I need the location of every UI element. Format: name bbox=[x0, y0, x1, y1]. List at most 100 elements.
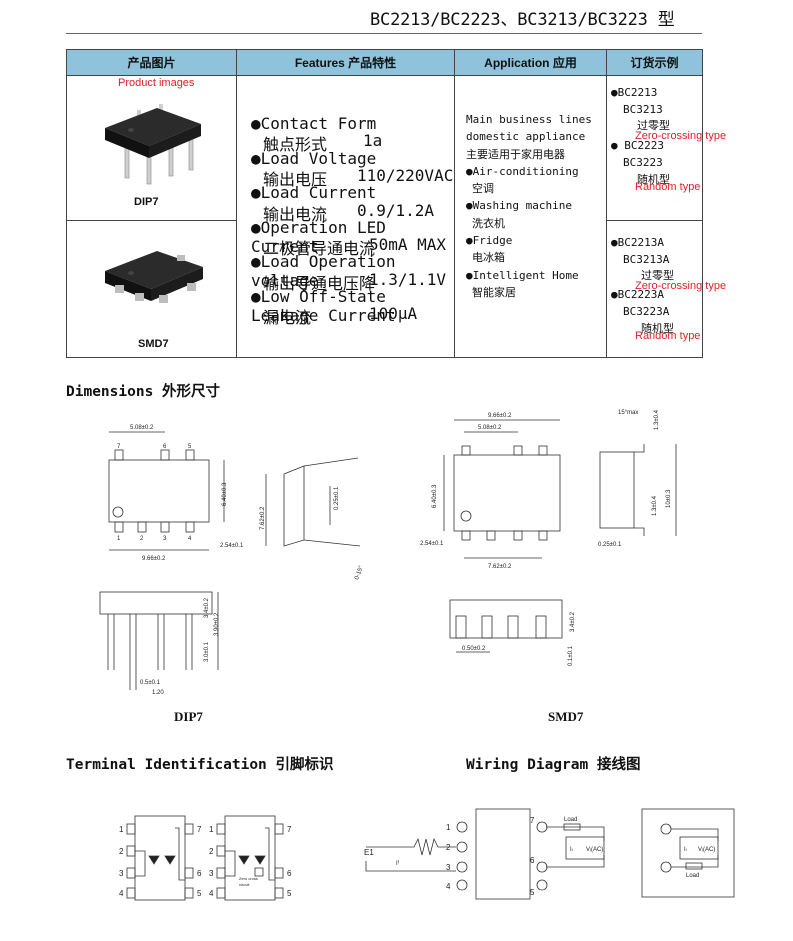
order-smd-line1: ●BC2213A bbox=[611, 236, 664, 249]
feature-name-zh: 漏电流 bbox=[263, 308, 312, 328]
dimensions-drawing: 5.08±0.2 6.40±0.3 2.54±0.1 9.66±0.2 7.62… bbox=[99, 409, 677, 696]
smd7-top-body bbox=[453, 454, 561, 532]
dip7-h3-label: 3.0±0.1 bbox=[204, 641, 210, 662]
smd7-a1-label: 1.3±0.4 bbox=[654, 409, 660, 430]
smd7-offset-label: 2.54±0.1 bbox=[420, 541, 444, 547]
feature-name-zh: 输出电流 bbox=[263, 204, 328, 224]
smd7-image-cell: SMD7 bbox=[66, 220, 237, 358]
feature-value: 0.9/1.2A bbox=[357, 200, 435, 220]
application-item: 主要适用于家用电器 bbox=[466, 147, 565, 161]
dip7-pin1-marker bbox=[112, 506, 124, 518]
order-smd-zc-en: Zero-crossing type bbox=[635, 280, 727, 292]
wiring-pin-7: 7 bbox=[530, 816, 535, 825]
smd7-angle-label: 15°max bbox=[618, 410, 638, 416]
dip7-row-label: 7.62±0.2 bbox=[260, 506, 266, 530]
smd7-width-label: 6.40±0.3 bbox=[432, 484, 438, 508]
smd7-span-label: 10±0.3 bbox=[666, 489, 672, 508]
order-smd-line3: ●BC2223A bbox=[611, 288, 664, 301]
terminal-heading: Terminal Identification 引脚标识 bbox=[66, 757, 334, 773]
col-header-features: Features 产品特性 bbox=[236, 49, 455, 76]
feature-name-zh: 输出电压 bbox=[263, 169, 328, 189]
smd7-pitch-label: 5.08±0.2 bbox=[478, 425, 502, 431]
dip7-pin-number: 6 bbox=[163, 444, 167, 450]
wiring-vac-label: Vᵢ(AC) bbox=[586, 847, 603, 853]
smd7-front-body bbox=[449, 599, 563, 639]
feature-value: 110/220VAC bbox=[357, 165, 454, 185]
terminal-pin-4-left: 4 bbox=[119, 889, 124, 898]
wiring-pin-2: 2 bbox=[446, 843, 451, 852]
wiring-heading: Wiring Diagram 接线图 bbox=[466, 757, 641, 773]
wiring-pin-4: 4 bbox=[446, 882, 451, 891]
smd7-side-body bbox=[599, 451, 635, 529]
smd7-length-label: 9.66±0.2 bbox=[488, 413, 512, 419]
wiring-pin-3: 3 bbox=[446, 863, 451, 872]
terminal-pin-1-left: 1 bbox=[119, 825, 124, 834]
application-item: domestic appliance bbox=[466, 130, 586, 144]
application-cell: Main business lines domestic appliance 主要适… bbox=[454, 75, 607, 358]
feature-name-zh: 二极管导通电流 bbox=[263, 239, 376, 259]
wiring-relay-body bbox=[475, 808, 531, 900]
terminal-pin-5-left: 5 bbox=[197, 889, 202, 898]
application-list: Main business lines domestic appliance 主要适… bbox=[455, 76, 606, 301]
application-item: 空调 bbox=[472, 182, 494, 196]
order-dip-line3: ● BC2223 bbox=[611, 139, 664, 152]
wiring-il-label: Iₗ bbox=[570, 847, 573, 853]
feature-name-en: ●Operation LED Current bbox=[251, 217, 386, 256]
order-dip-rnd-en: Random type bbox=[635, 181, 701, 193]
feature-value: 1.3/1.1V bbox=[369, 269, 447, 289]
package-label-dip7: DIP7 bbox=[134, 196, 159, 208]
feature-name-zh: 输出导通电压降 bbox=[263, 273, 376, 293]
dip7-lead-w-label: 0.5±0.1 bbox=[140, 680, 161, 686]
feature-name-en: ●Load Current bbox=[251, 183, 377, 203]
feature-name-en: ●Low Off-State Leakage Current bbox=[251, 287, 396, 325]
terminal-pin-6-right: 6 bbox=[287, 869, 292, 878]
wiring-pin-5: 5 bbox=[530, 888, 535, 897]
feature-name-en: ●Load Operation voltage bbox=[251, 252, 396, 291]
order-smd-zc-zh: 过零型 bbox=[641, 269, 674, 282]
order-dip-cell: ●BC2213 BC3213 过零型 Zero-crossing type ● … bbox=[606, 75, 726, 221]
wiring-vac-label-2: Vᵢ(AC) bbox=[698, 847, 715, 853]
order-dip-zc-en: Zero-crossing type bbox=[635, 130, 727, 142]
smd7-photo bbox=[105, 251, 203, 303]
terminal-pin-1-right: 1 bbox=[209, 825, 214, 834]
dip7-pin-number: 4 bbox=[188, 536, 192, 542]
wiring-load-label: Load bbox=[564, 817, 577, 823]
dip7-offset-label: 2.54±0.1 bbox=[220, 543, 244, 549]
order-dip-zc-zh: 过零型 bbox=[637, 119, 670, 132]
order-dip-rnd-zh: 随机型 bbox=[637, 173, 670, 186]
dip7-side-body bbox=[99, 591, 213, 615]
application-item: Main business lines bbox=[466, 113, 592, 126]
feature-value: 50mA MAX bbox=[369, 235, 447, 255]
dip7-pin-number: 7 bbox=[117, 444, 121, 450]
application-item: 电冰箱 bbox=[472, 251, 505, 265]
col-header-order: 订货示例 bbox=[606, 49, 703, 76]
dimensions-heading: Dimensions 外形尺寸 bbox=[66, 384, 221, 400]
terminal-pin-4-right: 4 bbox=[209, 889, 214, 898]
dip7-h1-label: 3.4±0.2 bbox=[204, 597, 210, 618]
terminal-pin-6-left: 6 bbox=[197, 869, 202, 878]
header-divider bbox=[66, 33, 702, 34]
dip7-pitch-label: 5.08±0.2 bbox=[130, 425, 154, 431]
zero-cross-label-1: Zero cross bbox=[239, 876, 258, 881]
order-smd-line4: BC3223A bbox=[623, 305, 670, 318]
col-header-images: 产品图片 bbox=[66, 49, 237, 76]
dip7-top-body bbox=[108, 459, 210, 523]
application-item: ●Washing machine bbox=[466, 199, 572, 213]
smd7-row-label: 7.62±0.2 bbox=[488, 564, 512, 570]
dip7-photo bbox=[105, 104, 201, 185]
wiring-il-label-2: Iₗ bbox=[684, 847, 687, 853]
spec-table: 产品图片 Features 产品特性 Application 应用 订货示例 P… bbox=[66, 49, 726, 358]
wiring-if-label: Iᶠ bbox=[396, 860, 400, 867]
terminal-diagram: 1 2 3 4 7 6 5 1 2 3 4 7 6 5 Zero cross c… bbox=[119, 815, 292, 901]
dip7-pin-number: 2 bbox=[140, 536, 144, 542]
dip7-pin-number: 1 bbox=[117, 536, 121, 542]
terminal-pin-7-left: 7 bbox=[197, 825, 202, 834]
smd7-a2-label: 1.3±0.4 bbox=[652, 495, 658, 516]
terminal-pin-3-right: 3 bbox=[209, 869, 214, 878]
smd7-stand-label: 0.1±0.1 bbox=[568, 645, 574, 666]
application-item: ●Air-conditioning bbox=[466, 164, 579, 178]
dip7-h2-label: 3.90±0.2 bbox=[214, 612, 220, 636]
col-header-application: Application 应用 bbox=[454, 49, 607, 76]
